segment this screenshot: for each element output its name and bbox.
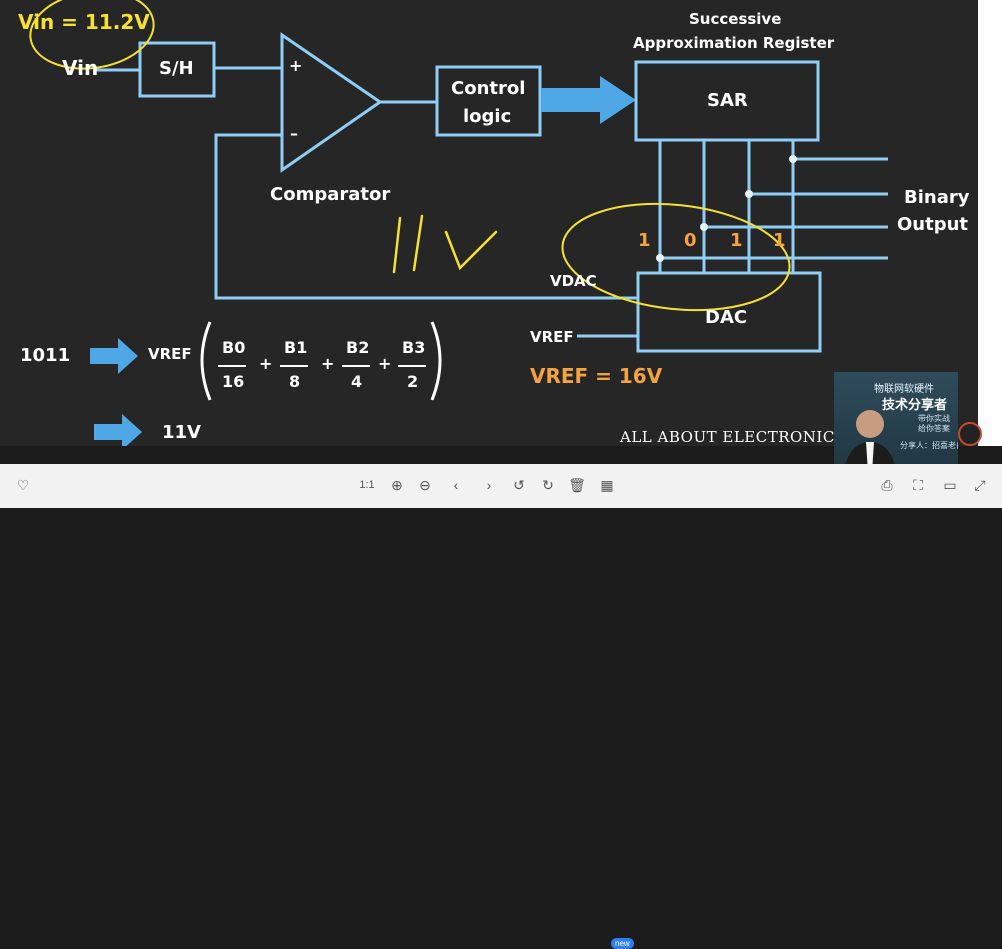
print-icon[interactable]: ⎙ [881,476,893,493]
formula-denominator: 2 [407,372,419,391]
video-tagline: 带你实战 给你答案 [918,414,950,433]
bit-label: 0 [684,230,697,251]
viewer-toolbar: ♡ 1:1 ⊕ ⊖ ‹ › ↺ ↻ 🗑 ▦ new ⎙ ⛶ ▭ ⤢ [0,464,1002,949]
binary-output-line1: Binary [904,187,970,208]
comparator-triangle [280,32,383,173]
formula-result: 11V [162,422,201,443]
formula-arrow [90,338,138,374]
dac-label: DAC [705,307,748,328]
fullscreen-icon[interactable]: ▭ [943,476,957,493]
vref-input-label: VREF [530,328,574,346]
rotate-right-icon[interactable]: ↻ [542,476,554,493]
page-icon[interactable]: 1:1 [359,479,375,491]
formula-denominator: 8 [289,372,301,391]
fit-icon[interactable]: ⛶ [913,476,923,493]
formula-code: 1011 [20,345,71,366]
formula-numerator: B3 [402,338,426,357]
comparator-plus: + [289,56,303,75]
slide-edge [978,0,1002,446]
vin-input-label: Vin [62,56,99,80]
delete-icon[interactable]: 🗑 [568,476,586,493]
control-logic-line1: Control [451,78,526,99]
sar-title-line1: Successive [689,10,782,28]
slide-canvas: Vin = 11.2V Vin S/H + – Comparator Contr… [0,0,1002,446]
sar-label: SAR [707,90,748,111]
formula-plus: + [321,354,335,373]
binary-output-line2: Output [897,214,969,235]
sar-title-line2: Approximation Register [633,34,835,52]
video-subtitle: 技术分享者 [882,397,948,412]
sh-label: S/H [159,58,194,79]
expand-icon[interactable]: ⤢ [974,476,986,493]
vdac-label: VDAC [550,272,597,290]
comparator-label: Comparator [270,184,391,205]
vref-value: VREF = 16V [530,364,663,388]
next-icon[interactable]: › [486,477,492,493]
prev-icon[interactable]: ‹ [453,477,459,493]
video-presenter: 分享人：招喜老白 [900,441,958,450]
vin-annotation: Vin = 11.2V [18,10,150,34]
channel-logo [958,422,982,446]
watermark: ALL ABOUT ELECTRONICS [620,428,846,446]
vin-highlight-ellipse [29,0,155,70]
formula-plus: + [378,354,392,373]
video-title: 物联网软硬件 [874,384,934,395]
bit-label: 1 [730,230,743,251]
heart-icon[interactable]: ♡ [16,476,30,493]
adc-block-diagram [29,0,888,446]
bit-label: 1 [638,230,651,251]
feedback-line [214,133,638,300]
rotate-left-icon[interactable]: ↺ [513,476,525,493]
control-logic-block [435,65,542,137]
sar-block [634,60,820,142]
formula-numerator: B2 [346,338,370,357]
formula-vref: VREF [148,345,192,363]
dac-block [636,271,822,353]
handwritten-11v [392,214,498,274]
new-badge: new [611,938,634,949]
formula-plus: + [259,354,273,373]
zoom-in-icon[interactable]: ⊕ [391,476,403,493]
formula-denominator: 4 [351,372,363,391]
formula-denominator: 16 [222,372,245,391]
formula-numerator: B0 [222,338,246,357]
formula-numerator: B1 [284,338,308,357]
bit-label: 1 [773,230,786,251]
bits-highlight-ellipse [561,202,791,312]
result-arrow [94,414,142,446]
apps-icon[interactable]: ▦ [600,476,614,493]
comparator-minus: – [290,124,298,143]
control-logic-line2: logic [463,106,512,127]
control-to-sar-arrow [541,76,636,124]
zoom-out-icon[interactable]: ⊖ [419,476,431,493]
